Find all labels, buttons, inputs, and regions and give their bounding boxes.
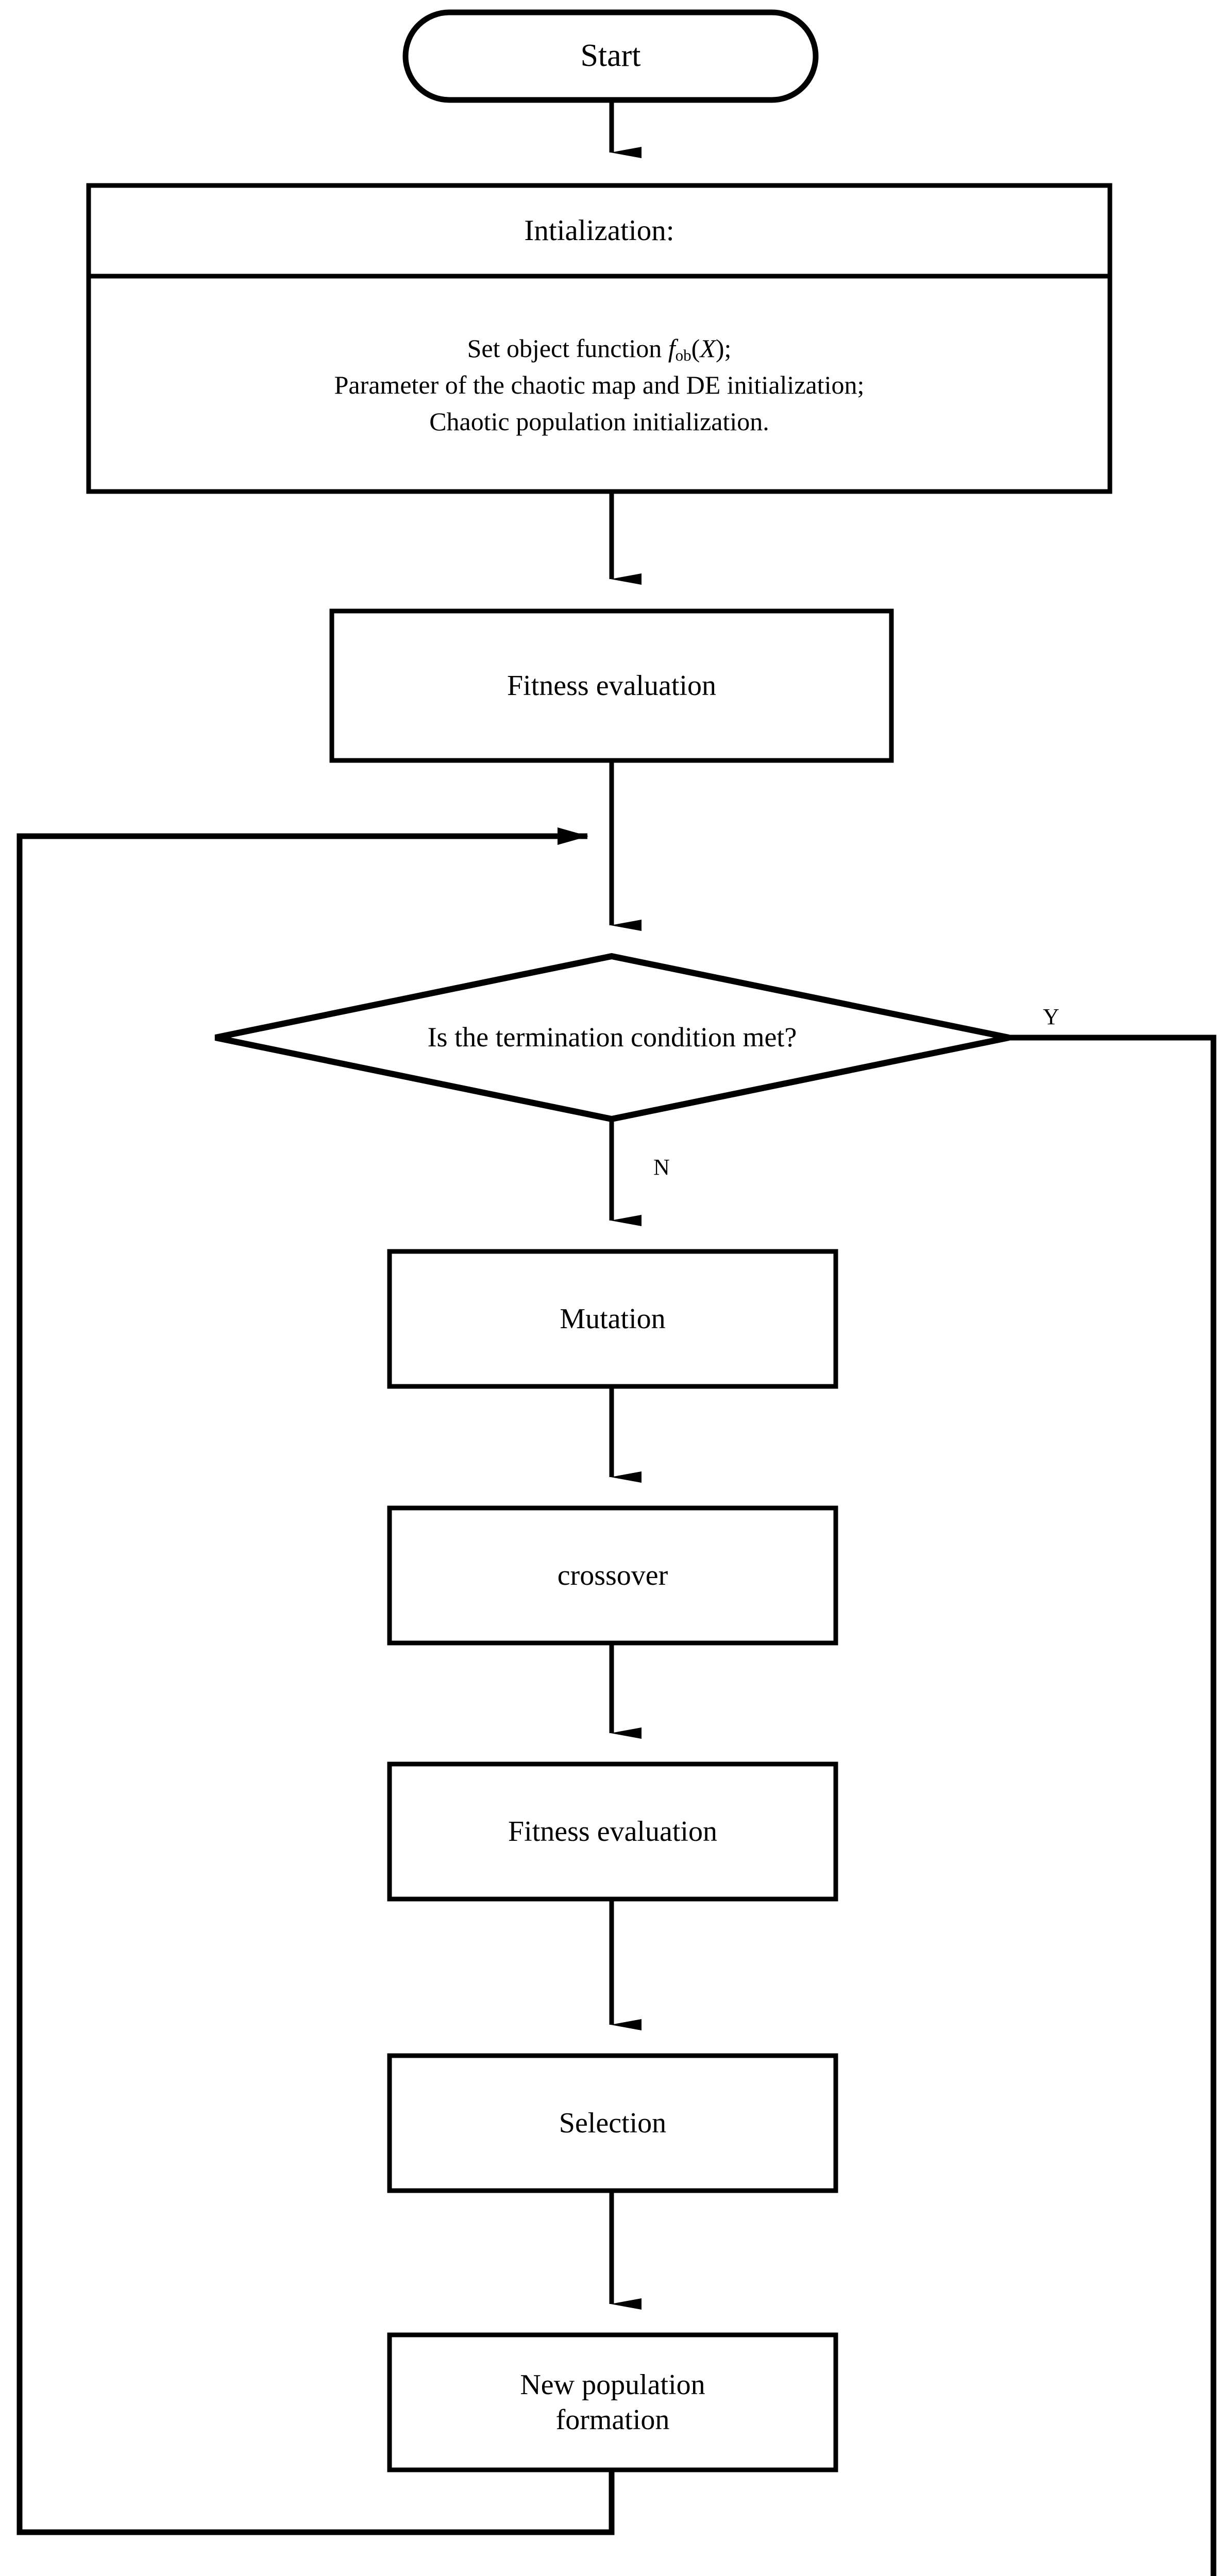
initialization-body-line-1: Set object function fob(X); bbox=[467, 333, 732, 364]
fitness-evaluation-2-shape bbox=[387, 1761, 838, 1902]
crossover-shape bbox=[387, 1505, 838, 1646]
edge-decision-yes-to-output bbox=[1009, 1035, 1217, 2576]
initialization-body-line-2: Parameter of the chaotic map and DE init… bbox=[334, 370, 865, 399]
initialization-node-shape bbox=[86, 183, 1112, 494]
fitness-evaluation-1-shape bbox=[329, 608, 894, 763]
start-node-shape bbox=[402, 9, 819, 103]
initialization-body-label: Set object function fob(X); Parameter of… bbox=[89, 278, 1110, 492]
mutation-shape bbox=[387, 1249, 838, 1389]
edge-label-no: N bbox=[653, 1155, 670, 1180]
edge-label-yes: Y bbox=[1043, 1004, 1059, 1029]
new-population-formation-shape bbox=[387, 2332, 838, 2472]
termination-decision-shape bbox=[214, 953, 1010, 1123]
initialization-body-line-3: Chaotic population initialization. bbox=[429, 406, 769, 436]
edge-newpop-feedback-loop bbox=[16, 827, 615, 2535]
selection-shape bbox=[387, 2053, 838, 2193]
